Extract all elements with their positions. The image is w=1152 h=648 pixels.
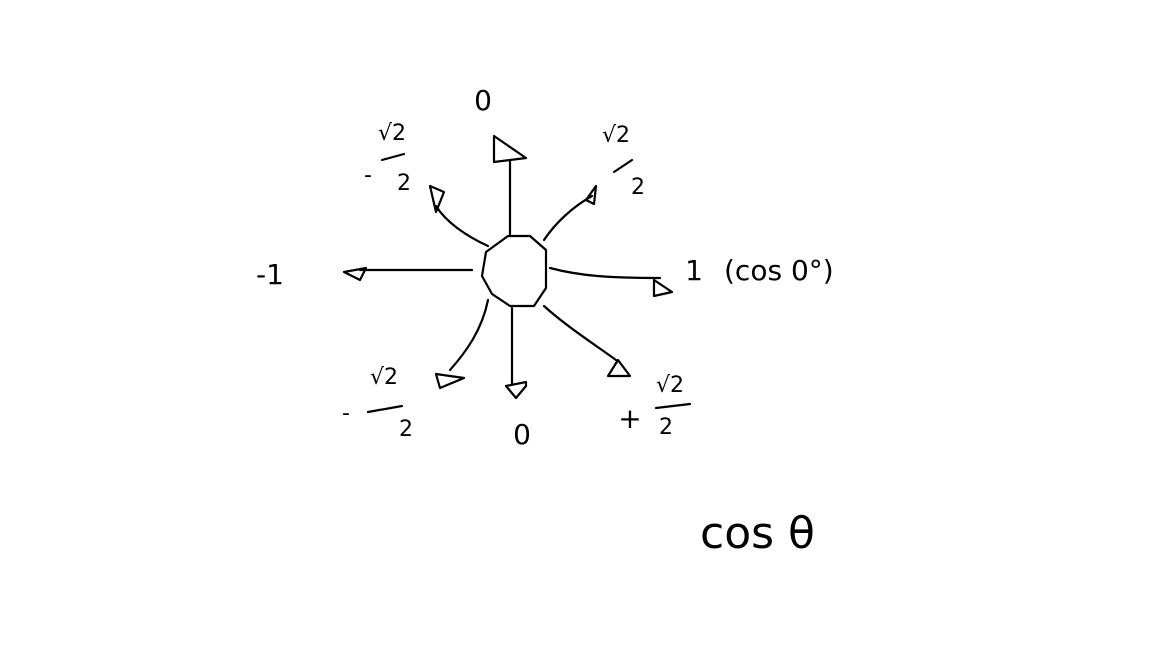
label-upper-left: - √2 2 [364,121,411,196]
label-upper-right: √2 2 [602,123,645,200]
arrow-upper-left [428,184,490,248]
label-right-note: (cos 0°) [724,254,834,287]
arrow-down [504,306,528,400]
label-lower-left-bar [366,404,404,414]
arrow-right [548,266,674,298]
label-upper-right-numerator: √2 [602,123,630,148]
label-lower-right-sign: + [618,402,641,435]
arrow-left [342,266,474,282]
footer-cos-theta: cos θ [700,508,815,559]
label-up: 0 [474,84,492,117]
label-lower-left: - √2 2 [342,365,413,442]
label-lower-left-denominator: 2 [399,417,413,442]
label-lower-right: + √2 2 [618,373,692,440]
center-circle [480,234,548,308]
label-upper-left-bar [380,152,406,162]
label-right: 1 [685,254,703,287]
label-lower-left-numerator: √2 [370,365,398,390]
arrow-lower-right [542,304,632,378]
label-upper-right-denominator: 2 [631,175,645,200]
arrow-upper-right [542,184,598,242]
label-lower-left-sign: - [342,401,350,426]
label-upper-left-sign: - [364,163,372,188]
label-upper-right-bar [612,158,634,174]
arrow-up [492,134,528,236]
label-upper-left-numerator: √2 [378,121,406,146]
label-lower-right-numerator: √2 [656,373,684,398]
arrow-lower-left [434,298,490,390]
label-upper-left-denominator: 2 [397,171,411,196]
label-lower-right-denominator: 2 [659,415,673,440]
label-down: 0 [513,418,531,451]
label-lower-right-bar [654,402,692,410]
label-left: -1 [256,258,284,291]
